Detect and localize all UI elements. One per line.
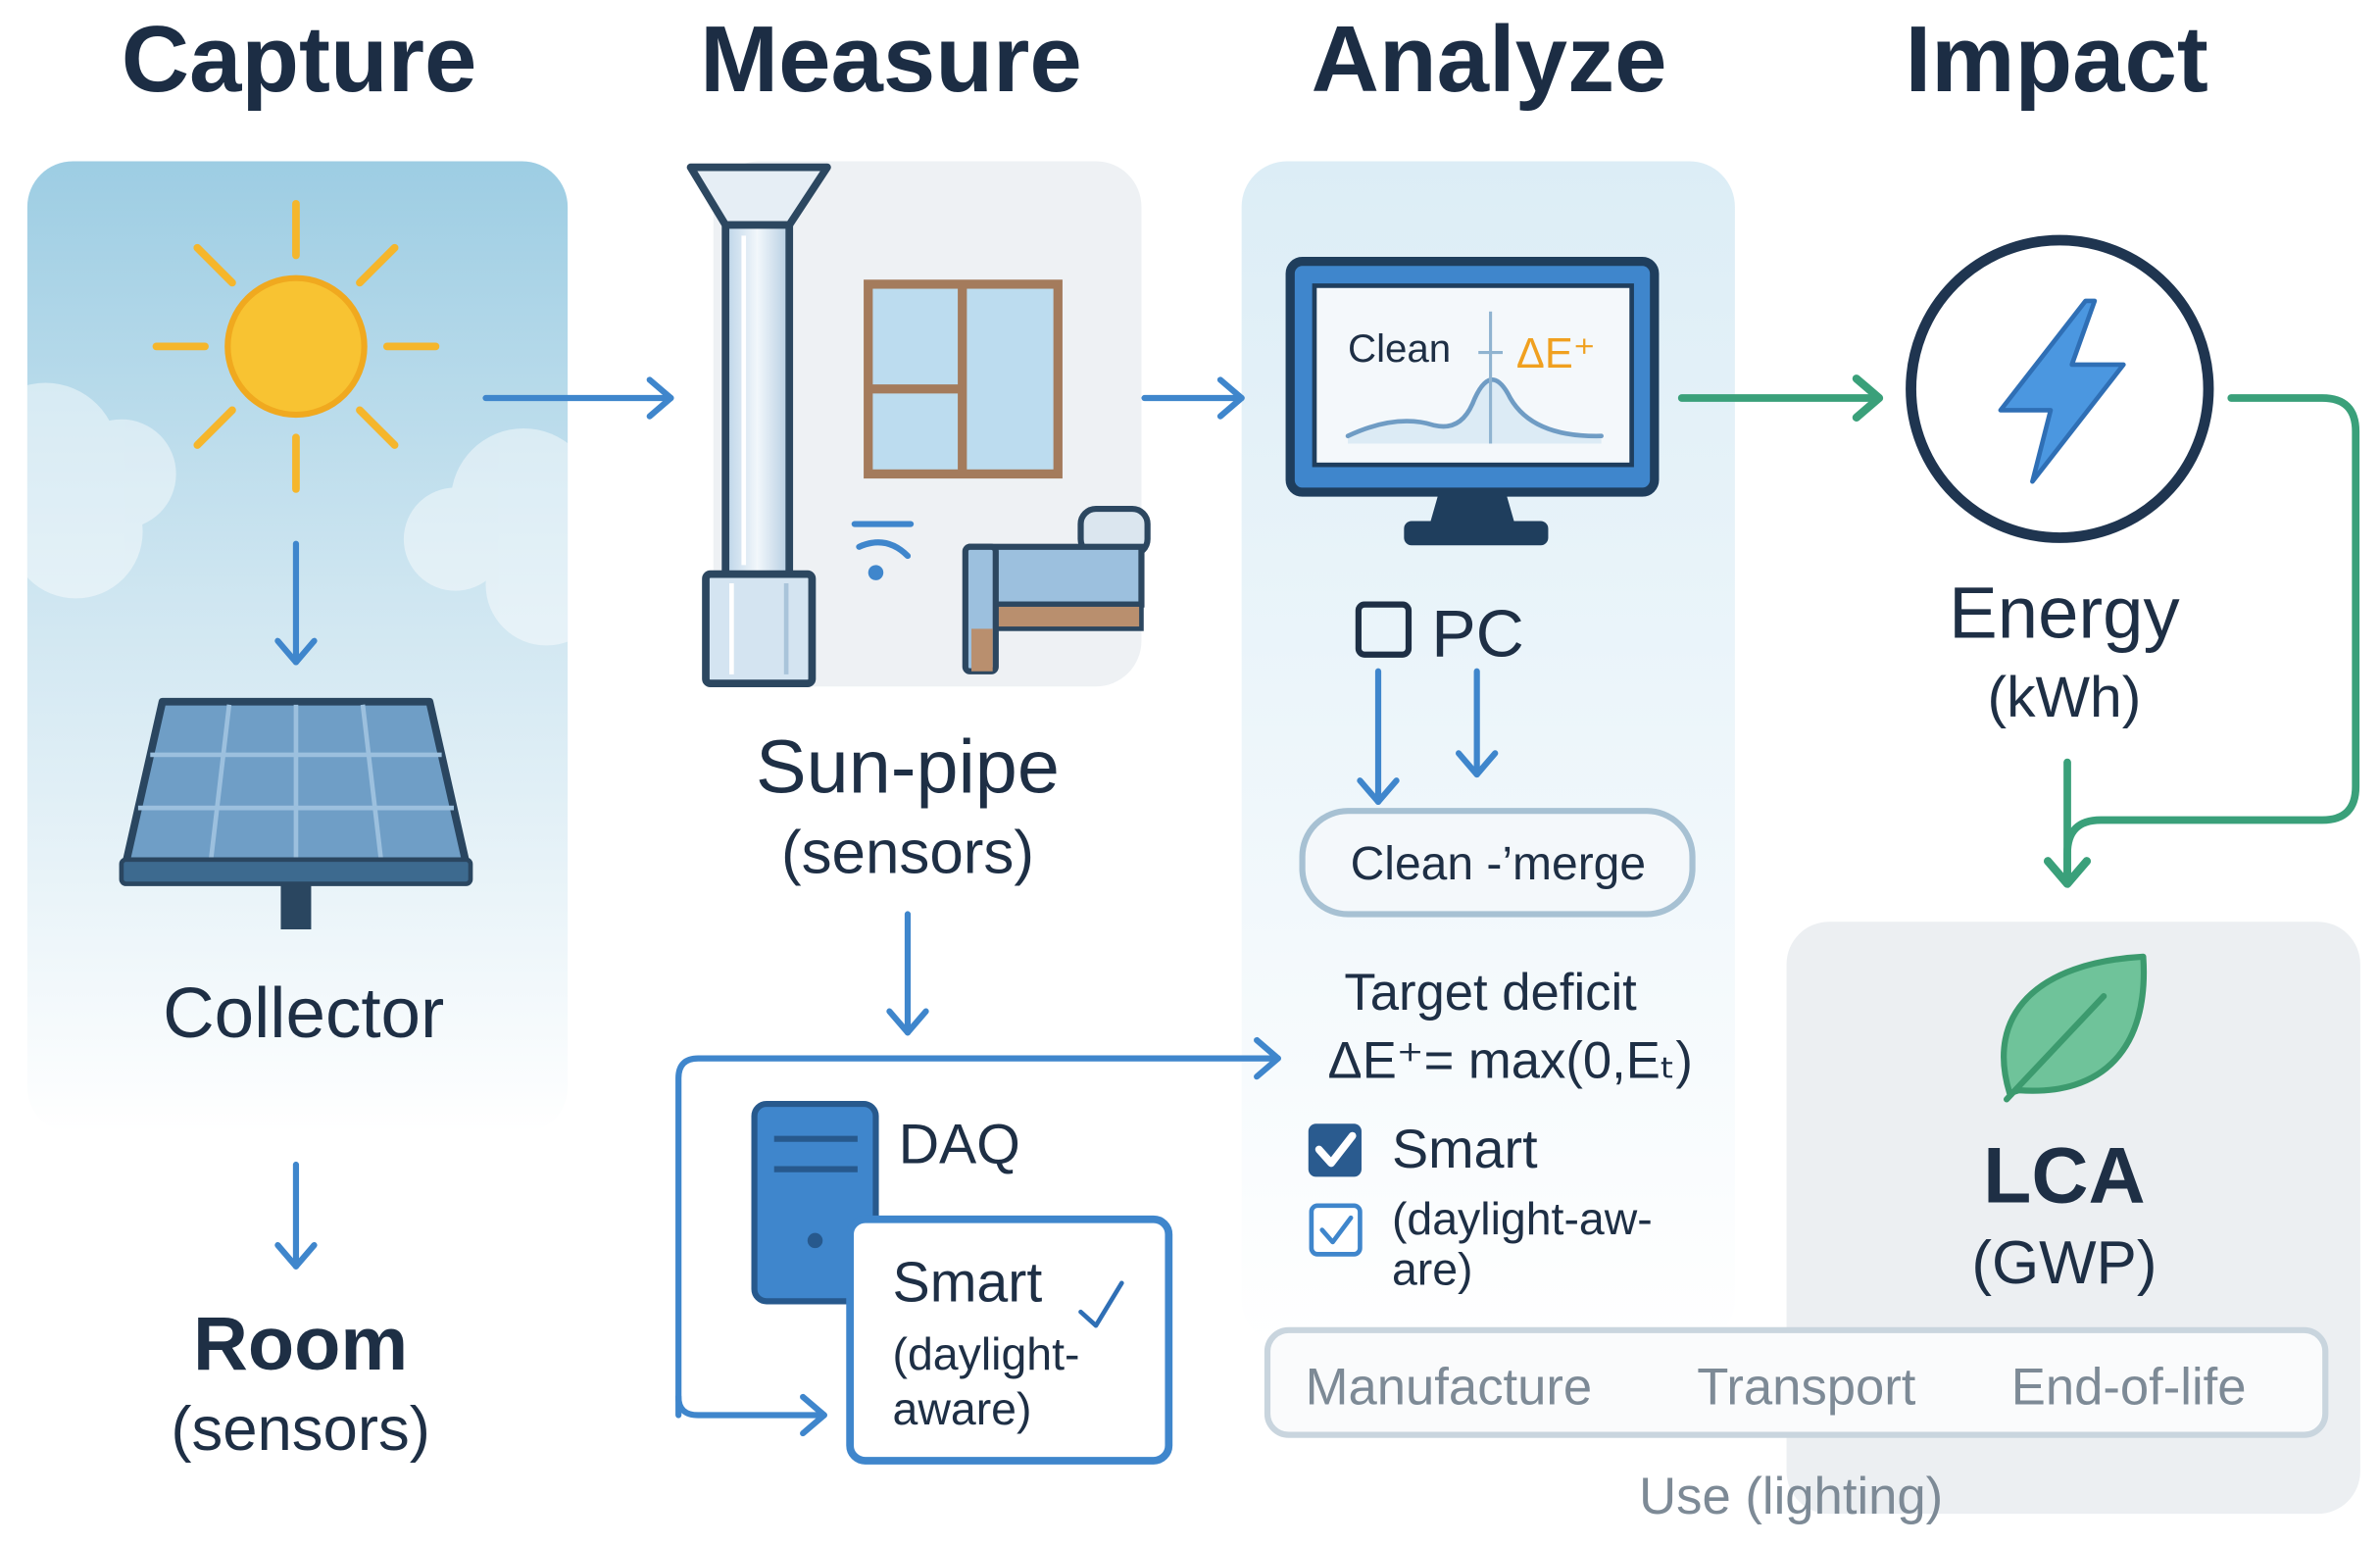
pc-label: PC (1431, 596, 1524, 671)
daq-flow-connector (675, 1036, 1281, 1437)
stage-end-of-life: End-of-life (2011, 1359, 2247, 1417)
target-deficit-formula: ΔE⁺= max(0,Eₜ) (1328, 1032, 1693, 1090)
checkbox-checked-icon (1308, 1123, 1362, 1177)
option-smart: Smart (1308, 1119, 1538, 1179)
header-analyze: Analyze (1312, 7, 1667, 112)
sunpipe-sensors-label: (sensors) (781, 820, 1034, 887)
header-measure: Measure (700, 7, 1082, 112)
sunpipe-label: Sun-pipe (756, 725, 1060, 810)
leaf-icon (2001, 953, 2148, 1103)
option-daylight-line2: are) (1392, 1243, 1473, 1294)
stage-transport: Transport (1697, 1359, 1916, 1417)
stage-manufacture: Manufacture (1306, 1359, 1593, 1417)
checkmark-icon (1078, 1280, 1124, 1328)
header-capture: Capture (122, 7, 477, 112)
solar-panel-icon (119, 697, 473, 929)
option-smart-label: Smart (1392, 1119, 1538, 1179)
square-icon (1355, 601, 1413, 658)
smart-card-line2: aware) (893, 1383, 1032, 1434)
lca-unit-label: (GWP) (1971, 1229, 2157, 1297)
sun-pipe-icon (686, 163, 831, 688)
energy-label: Energy (1949, 573, 2180, 654)
collector-label: Collector (163, 973, 444, 1053)
header-impact: Impact (1905, 7, 2207, 112)
room-sensors-label: (sensors) (171, 1395, 430, 1464)
energy-unit-label: (kWh) (1987, 666, 2141, 729)
lifecycle-stages-bar: Manufacture Transport End-of-life (1264, 1326, 2329, 1438)
stage-use-lighting: Use (lighting) (1639, 1468, 1943, 1525)
checkbox-checked-icon (1309, 1203, 1363, 1257)
smart-card: Smart (daylight- aware) (846, 1215, 1173, 1465)
cloud-decoration (26, 382, 569, 646)
energy-icon (1906, 234, 2214, 543)
screen-metric-label: ΔE⁺ (1516, 330, 1596, 377)
daq-label: DAQ (899, 1113, 1020, 1175)
smart-card-title: Smart (893, 1251, 1043, 1314)
smart-card-line1: (daylight- (893, 1328, 1080, 1379)
bed-icon (962, 505, 1151, 674)
lightning-bolt-icon (1998, 298, 2126, 484)
merge-step: Clean -’merge (1299, 808, 1696, 918)
screen-clean-label: Clean (1348, 326, 1451, 371)
option-daylight-line1: (daylight-aw- (1392, 1193, 1653, 1244)
wifi-icon (851, 521, 915, 580)
monitor-icon: Clean ΔE⁺ (1285, 257, 1660, 546)
server-icon (751, 1100, 879, 1305)
green-flow-to-lca (2044, 394, 2360, 888)
column-headers: Capture Measure Analyze Impact (122, 7, 2208, 112)
option-daylight-aware: (daylight-aw- are) (1309, 1193, 1653, 1294)
sun-icon (152, 199, 440, 493)
merge-label: Clean -’merge (1351, 838, 1646, 890)
window-icon (864, 279, 1063, 479)
room-label: Room (193, 1302, 408, 1386)
lca-label: LCA (1983, 1132, 2145, 1221)
target-deficit-title: Target deficit (1344, 964, 1637, 1022)
